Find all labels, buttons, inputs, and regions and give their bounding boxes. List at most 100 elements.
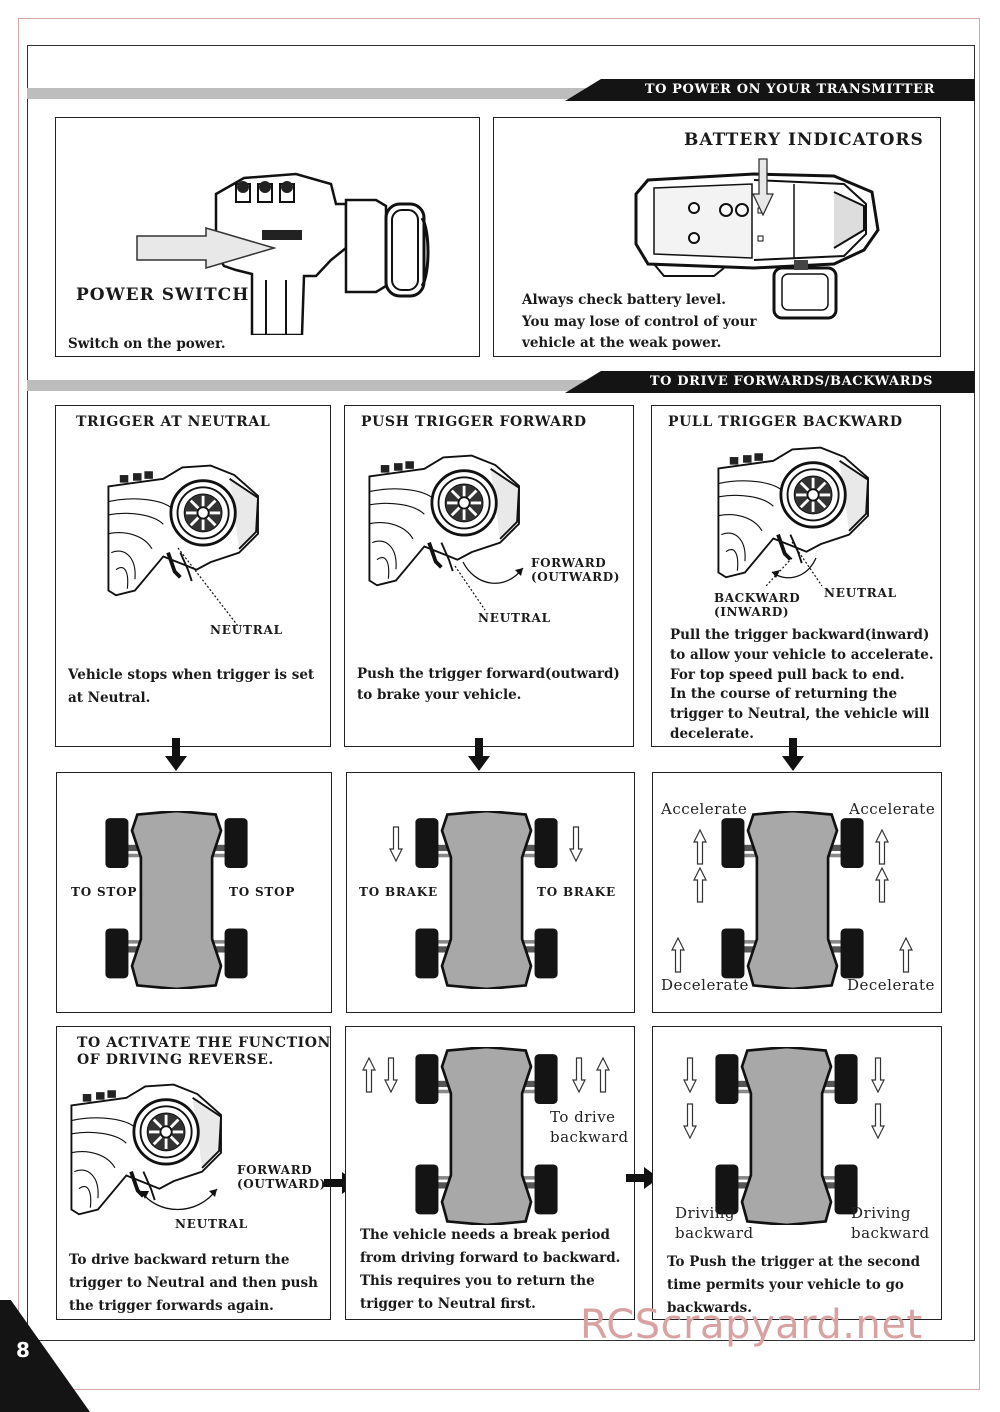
text-line: The vehicle needs a break period (360, 1227, 611, 1243)
reverse-motion-arrows (140, 1188, 218, 1210)
to-drive-backward-text: The vehicle needs a break period from dr… (360, 1224, 620, 1316)
battery-text-line: You may lose of control of your (522, 313, 757, 330)
text-line: Push the trigger forward(outward) (357, 666, 620, 682)
push-trigger-forward-panel: PUSH TRIGGER FORWARD FORWARD (OUTWARD) N… (344, 405, 634, 747)
battery-text: Always check battery level. You may lose… (522, 290, 757, 355)
reverse-function-heading: TO ACTIVATE THE FUNCTION OF DRIVING REVE… (77, 1035, 331, 1069)
trigger-neutral-text: Vehicle stops when trigger is set at Neu… (68, 664, 314, 710)
forward-label-line: (OUTWARD) (531, 570, 621, 584)
trigger-neutral-heading: TRIGGER AT NEUTRAL (76, 414, 271, 430)
accelerate-panel: Accelerate Accelerate Decelerate Deceler… (652, 772, 942, 1013)
right-arrow-icon (626, 1167, 659, 1189)
backward-label: BACKWARD (INWARD) (714, 591, 800, 619)
arrow-down-icon (683, 1103, 697, 1139)
pull-trigger-backward-heading: PULL TRIGGER BACKWARD (668, 414, 903, 430)
pointer-arrow-battery (752, 158, 774, 216)
text-line: trigger to Neutral first. (360, 1296, 536, 1312)
backward-label-line: BACKWARD (714, 591, 801, 605)
forward-label-line: (OUTWARD) (237, 1177, 327, 1191)
forward-label: FORWARD (OUTWARD) (237, 1163, 326, 1191)
page-inner-border (27, 45, 975, 1341)
text-line: trigger to Neutral, the vehicle will (670, 706, 930, 723)
battery-indicators-heading: BATTERY INDICATORS (684, 130, 924, 150)
push-trigger-forward-text: Push the trigger forward(outward) to bra… (357, 664, 620, 706)
down-arrow-icon (782, 738, 804, 771)
text-line: This requires you to return the (360, 1273, 595, 1289)
text-line: the trigger forwards again. (69, 1298, 274, 1314)
arrow-up-icon (899, 937, 913, 973)
driving-backward-panel: Driving backward Driving backward To Pus… (652, 1026, 942, 1320)
decelerate-label: Decelerate (847, 976, 935, 994)
text-line: trigger to Neutral and then push (69, 1275, 318, 1291)
arrow-down-icon (871, 1103, 885, 1139)
to-brake-right-label: TO BRAKE (537, 885, 616, 899)
text-line: to allow your vehicle to accelerate. (670, 646, 934, 663)
arrow-up-icon (693, 829, 707, 865)
to-brake-left-label: TO BRAKE (359, 885, 438, 899)
arrow-down-icon (871, 1057, 885, 1093)
neutral-label: NEUTRAL (175, 1217, 248, 1231)
backward-motion-arrow (765, 541, 823, 587)
car-top-view (410, 1047, 563, 1225)
section-title-drive: TO DRIVE FORWARDS/BACKWARDS (649, 374, 933, 389)
arrow-up-icon (596, 1057, 610, 1093)
driving-backward-right-label: Driving backward (851, 1203, 930, 1243)
reverse-function-text: To drive backward return the trigger to … (69, 1249, 318, 1318)
label-line: backward (675, 1224, 754, 1242)
label-line: Driving (675, 1204, 736, 1222)
watermark: RCScrapyard.net (580, 1302, 923, 1348)
to-stop-left-label: TO STOP (71, 885, 138, 899)
page-outer-border (18, 18, 980, 1390)
text-line: For top speed pull back to end. (670, 666, 905, 683)
label-line: To drive (550, 1108, 616, 1126)
accelerate-label: Accelerate (661, 800, 748, 818)
car-top-view (410, 811, 563, 989)
to-drive-backward-panel: To drive backward The vehicle needs a br… (345, 1026, 635, 1320)
neutral-label: NEUTRAL (824, 586, 897, 600)
to-stop-right-label: TO STOP (229, 885, 296, 899)
down-arrow-icon (165, 738, 187, 771)
transmitter-side-illustration (214, 172, 430, 335)
pointer-arrow-power (136, 226, 276, 270)
forward-label: FORWARD (OUTWARD) (531, 556, 620, 584)
section-band-power: TO POWER ON YOUR TRANSMITTER (27, 79, 975, 101)
arrow-up-icon (671, 937, 685, 973)
decelerate-label: Decelerate (661, 976, 749, 994)
transmitter-top-illustration (634, 172, 880, 320)
text-line: at Neutral. (68, 690, 151, 706)
page-number: 8 (16, 1338, 30, 1362)
car-top-view (100, 811, 253, 989)
forward-label-line: FORWARD (237, 1163, 313, 1177)
arrow-down-icon (389, 825, 403, 863)
car-top-view (716, 811, 869, 989)
pull-trigger-backward-text: Pull the trigger backward(inward) to all… (670, 626, 934, 745)
reverse-function-panel: TO ACTIVATE THE FUNCTION OF DRIVING REVE… (56, 1026, 331, 1320)
text-line: to brake your vehicle. (357, 687, 522, 703)
neutral-leader-line (177, 547, 239, 627)
arrow-up-icon (875, 867, 889, 903)
neutral-label: NEUTRAL (478, 611, 551, 625)
text-line: backwards. (667, 1300, 752, 1316)
section-band-drive: TO DRIVE FORWARDS/BACKWARDS (27, 371, 975, 393)
text-line: from driving forward to backward. (360, 1250, 621, 1266)
battery-text-line: Always check battery level. (522, 292, 726, 308)
label-line: Driving (851, 1204, 912, 1222)
forward-motion-arrow (454, 561, 524, 611)
driving-backward-left-label: Driving backward (675, 1203, 754, 1243)
power-switch-heading: POWER SWITCH (76, 285, 250, 305)
arrow-down-icon (572, 1057, 586, 1093)
label-line: backward (851, 1224, 930, 1242)
to-stop-panel: TO STOP TO STOP (56, 772, 332, 1013)
text-line: To drive backward return the (69, 1252, 290, 1268)
forward-label-line: FORWARD (531, 556, 607, 570)
driving-backward-text: To Push the trigger at the second time p… (667, 1251, 920, 1320)
text-line: In the course of returning the (670, 686, 898, 703)
pull-trigger-backward-panel: PULL TRIGGER BACKWARD BACKWARD (INWARD) … (651, 405, 941, 747)
to-drive-backward-label: To drive backward (550, 1107, 629, 1147)
text-line: time permits your vehicle to go (667, 1277, 904, 1293)
arrow-up-icon (875, 829, 889, 865)
arrow-down-icon (569, 825, 583, 863)
neutral-label: NEUTRAL (210, 623, 283, 637)
text-line: Vehicle stops when trigger is set (68, 667, 315, 683)
power-switch-text: Switch on the power. (68, 336, 226, 352)
